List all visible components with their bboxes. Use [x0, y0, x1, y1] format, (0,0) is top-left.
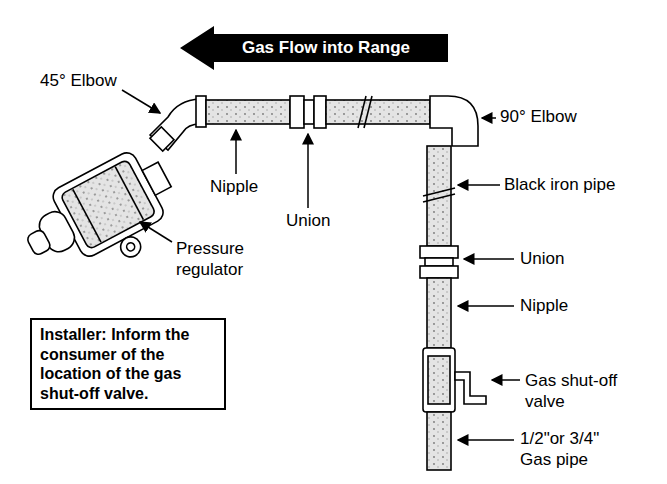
- part-label: 90° Elbow: [500, 106, 577, 127]
- part-label: Black iron pipe: [504, 174, 616, 195]
- flow-arrow: Gas Flow into Range: [180, 26, 448, 70]
- note-text: Installer: Inform the consumer of the lo…: [40, 326, 189, 402]
- part-label: Pressure regulator: [176, 238, 268, 281]
- part-label: Union: [520, 248, 564, 269]
- pipe-assembly: [13, 96, 486, 470]
- pressure-regulator: [13, 141, 192, 297]
- note-box: Installer: Inform the consumer of the lo…: [30, 318, 226, 410]
- flow-label: Gas Flow into Range: [208, 38, 420, 58]
- part-label: 45° Elbow: [40, 70, 117, 91]
- part-label: Union: [286, 210, 330, 231]
- part-label: Nipple: [520, 295, 568, 316]
- part-label: Nipple: [210, 176, 258, 197]
- part-label: 1/2"or 3/4" Gas pipe: [520, 428, 624, 471]
- part-label: Gas shut-off valve: [525, 370, 637, 413]
